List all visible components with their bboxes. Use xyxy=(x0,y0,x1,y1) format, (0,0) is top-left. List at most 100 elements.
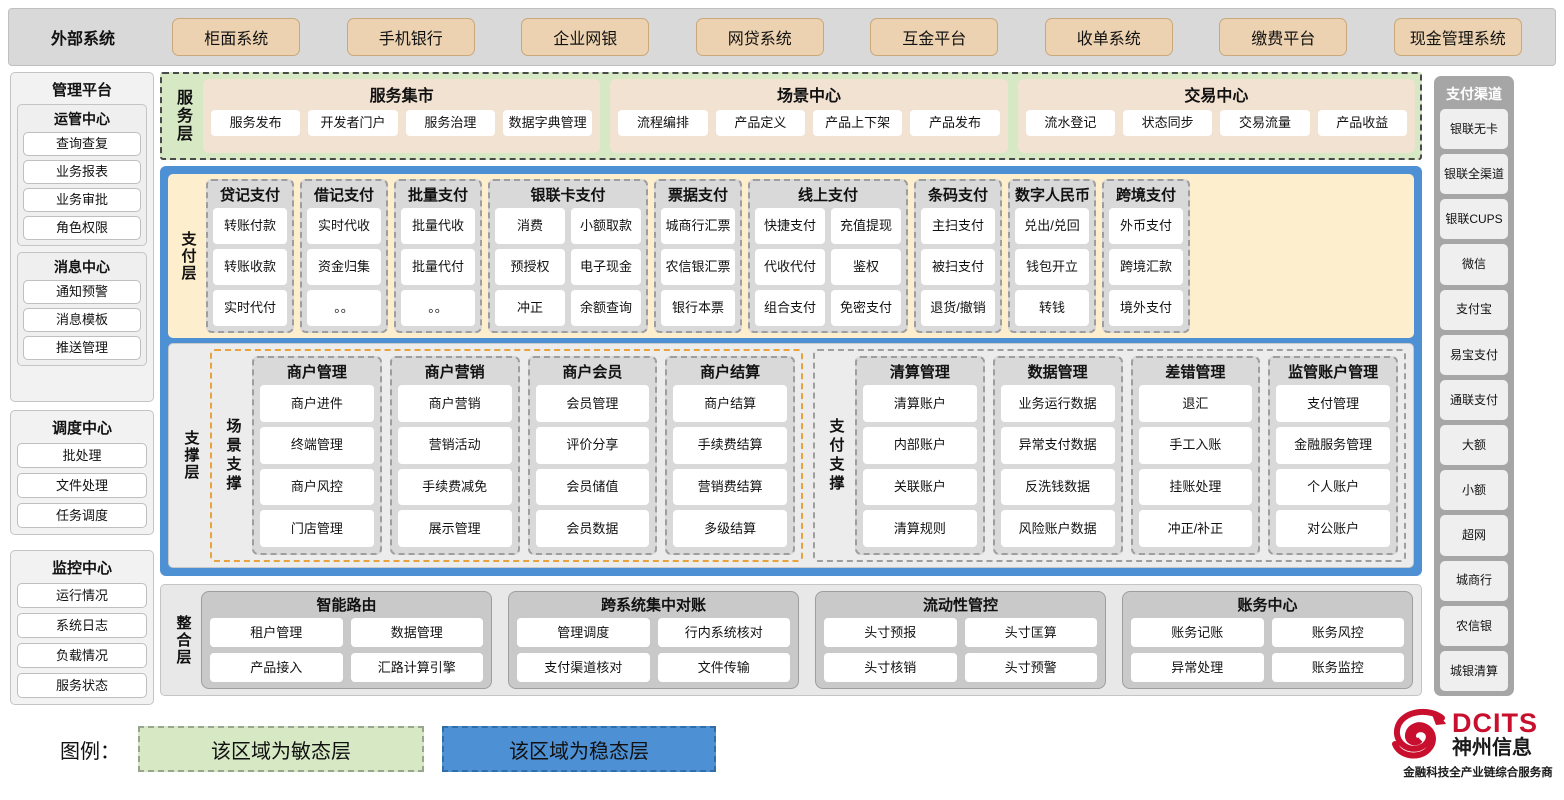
support-item[interactable]: 手工入账 xyxy=(1138,426,1253,464)
payment-channel-item[interactable]: 支付宝 xyxy=(1440,289,1508,330)
support-item[interactable]: 门店管理 xyxy=(260,510,374,547)
integration-item[interactable]: 数据管理 xyxy=(350,618,483,647)
payment-item[interactable]: 资金归集 xyxy=(307,249,381,285)
payment-item[interactable]: 实时代付 xyxy=(213,290,287,326)
support-item[interactable]: 商户进件 xyxy=(260,385,374,422)
integration-item[interactable]: 账务风控 xyxy=(1271,618,1404,647)
support-item[interactable]: 关联账户 xyxy=(863,468,977,506)
payment-item[interactable]: 兑出/兑回 xyxy=(1015,208,1089,244)
payment-item[interactable]: 转账付款 xyxy=(213,208,287,244)
payment-channel-item[interactable]: 城商行 xyxy=(1440,560,1508,601)
payment-channel-item[interactable]: 小额 xyxy=(1440,470,1508,511)
integration-item[interactable]: 账务监控 xyxy=(1271,653,1404,682)
payment-channel-item[interactable]: 通联支付 xyxy=(1440,379,1508,421)
integration-item[interactable]: 汇路计算引擎 xyxy=(350,653,483,682)
payment-item[interactable]: 转账收款 xyxy=(213,249,287,285)
monitor-item[interactable]: 运行情况 xyxy=(17,583,147,608)
support-item[interactable]: 支付管理 xyxy=(1276,385,1390,422)
support-item[interactable]: 对公账户 xyxy=(1276,510,1390,547)
external-system-chip[interactable]: 网贷系统 xyxy=(695,18,824,56)
payment-item[interactable]: 钱包开立 xyxy=(1015,249,1089,285)
payment-channel-item[interactable]: 银联无卡 xyxy=(1440,109,1508,150)
support-item[interactable]: 金融服务管理 xyxy=(1276,426,1390,464)
external-system-chip[interactable]: 手机银行 xyxy=(346,18,475,56)
monitor-item[interactable]: 服务状态 xyxy=(17,673,147,698)
integration-item[interactable]: 文件传输 xyxy=(657,653,790,682)
support-item[interactable]: 异常支付数据 xyxy=(1000,426,1115,464)
payment-item[interactable]: 鉴权 xyxy=(831,249,901,285)
payment-item[interactable]: 。。 xyxy=(401,290,475,326)
external-system-chip[interactable]: 柜面系统 xyxy=(172,18,301,56)
service-item[interactable]: 流水登记 xyxy=(1025,110,1115,136)
service-item[interactable]: 流程编排 xyxy=(618,110,708,136)
support-item[interactable]: 营销费结算 xyxy=(673,468,787,506)
service-item[interactable]: 服务治理 xyxy=(405,110,495,136)
payment-item[interactable]: 实时代收 xyxy=(307,208,381,244)
integration-item[interactable]: 异常处理 xyxy=(1131,653,1264,682)
mgmt-item[interactable]: 业务报表 xyxy=(23,160,141,184)
payment-channel-item[interactable]: 大额 xyxy=(1440,425,1508,466)
integration-item[interactable]: 租户管理 xyxy=(210,618,343,647)
support-item[interactable]: 清算规则 xyxy=(863,510,977,547)
payment-item[interactable]: 代收代付 xyxy=(755,249,825,285)
service-item[interactable]: 开发者门户 xyxy=(308,110,398,136)
payment-item[interactable]: 冲正 xyxy=(495,290,565,326)
mgmt-item[interactable]: 查询查复 xyxy=(23,132,141,156)
integration-item[interactable]: 头寸匡算 xyxy=(964,618,1097,647)
mgmt-item[interactable]: 业务审批 xyxy=(23,188,141,212)
payment-item[interactable]: 余额查询 xyxy=(571,290,641,326)
external-system-chip[interactable]: 企业网银 xyxy=(521,18,650,56)
payment-item[interactable]: 退货/撤销 xyxy=(921,290,995,326)
integration-item[interactable]: 头寸预报 xyxy=(824,618,957,647)
external-system-chip[interactable]: 收单系统 xyxy=(1044,18,1173,56)
support-item[interactable]: 挂账处理 xyxy=(1138,468,1253,506)
integration-item[interactable]: 头寸核销 xyxy=(824,653,957,682)
payment-item[interactable]: 消费 xyxy=(495,208,565,244)
support-item[interactable]: 手续费减免 xyxy=(397,468,512,506)
external-system-chip[interactable]: 现金管理系统 xyxy=(1393,18,1522,56)
integration-item[interactable]: 管理调度 xyxy=(517,618,650,647)
payment-item[interactable]: 充值提现 xyxy=(831,208,901,244)
external-system-chip[interactable]: 缴费平台 xyxy=(1219,18,1348,56)
support-item[interactable]: 个人账户 xyxy=(1276,468,1390,506)
support-item[interactable]: 评价分享 xyxy=(535,426,650,464)
support-item[interactable]: 营销活动 xyxy=(397,426,512,464)
payment-item[interactable]: 城商行汇票 xyxy=(661,208,735,244)
payment-item[interactable]: 外币支付 xyxy=(1109,208,1183,244)
support-item[interactable]: 多级结算 xyxy=(673,510,787,547)
payment-channel-item[interactable]: 易宝支付 xyxy=(1440,334,1508,375)
payment-item[interactable]: 转钱 xyxy=(1015,290,1089,326)
support-item[interactable]: 业务运行数据 xyxy=(1000,385,1115,422)
support-item[interactable]: 退汇 xyxy=(1138,385,1253,422)
payment-item[interactable]: 跨境汇款 xyxy=(1109,249,1183,285)
integration-item[interactable]: 头寸预警 xyxy=(964,653,1097,682)
monitor-item[interactable]: 系统日志 xyxy=(17,613,147,638)
payment-item[interactable]: 批量代付 xyxy=(401,249,475,285)
service-item[interactable]: 产品发布 xyxy=(910,110,1000,136)
integration-item[interactable]: 产品接入 xyxy=(210,653,343,682)
support-item[interactable]: 商户风控 xyxy=(260,468,374,506)
mgmt-item[interactable]: 消息模板 xyxy=(23,308,141,332)
payment-item[interactable]: 组合支付 xyxy=(755,290,825,326)
schedule-item[interactable]: 任务调度 xyxy=(17,503,147,528)
payment-channel-item[interactable]: 农信银 xyxy=(1440,605,1508,646)
integration-item[interactable]: 支付渠道核对 xyxy=(517,653,650,682)
external-system-chip[interactable]: 互金平台 xyxy=(870,18,999,56)
mgmt-item[interactable]: 通知预警 xyxy=(23,280,141,304)
support-item[interactable]: 清算账户 xyxy=(863,385,977,422)
payment-channel-item[interactable]: 银联CUPS xyxy=(1440,199,1508,240)
support-item[interactable]: 展示管理 xyxy=(397,510,512,547)
service-item[interactable]: 产品上下架 xyxy=(812,110,903,136)
payment-channel-item[interactable]: 微信 xyxy=(1440,244,1508,285)
mgmt-item[interactable]: 推送管理 xyxy=(23,336,141,360)
support-item[interactable]: 商户营销 xyxy=(397,385,512,422)
service-item[interactable]: 状态同步 xyxy=(1122,110,1213,136)
support-item[interactable]: 手续费结算 xyxy=(673,426,787,464)
schedule-item[interactable]: 文件处理 xyxy=(17,473,147,498)
service-item[interactable]: 产品收益 xyxy=(1317,110,1407,136)
support-item[interactable]: 会员数据 xyxy=(535,510,650,547)
support-item[interactable]: 内部账户 xyxy=(863,426,977,464)
integration-item[interactable]: 行内系统核对 xyxy=(657,618,790,647)
service-item[interactable]: 交易流量 xyxy=(1220,110,1310,136)
support-item[interactable]: 会员管理 xyxy=(535,385,650,422)
